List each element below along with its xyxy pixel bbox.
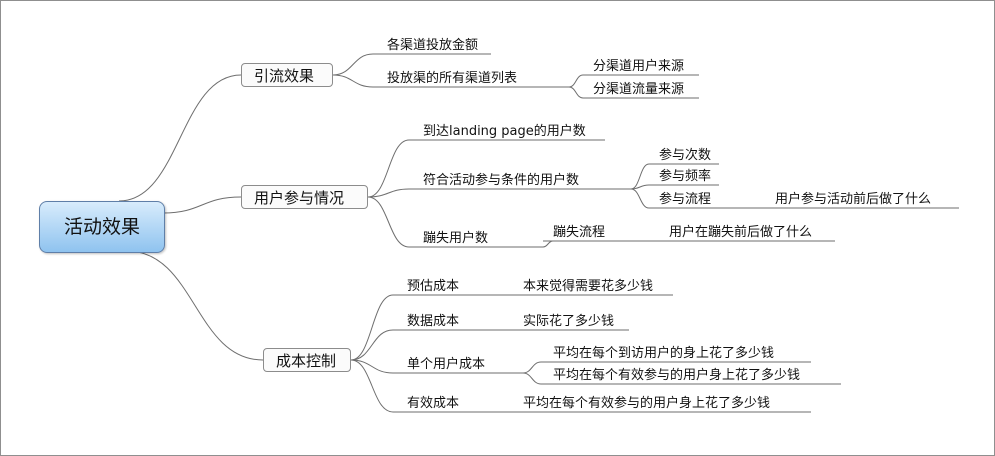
connector-root-participation bbox=[162, 196, 242, 214]
leaf-effective-cost[interactable]: 有效成本 bbox=[407, 396, 460, 411]
connector-cost-effective bbox=[350, 359, 394, 413]
leaf-traffic-source[interactable]: 分渠道流量来源 bbox=[593, 82, 685, 97]
leaf-channel-list[interactable]: 投放渠的所有渠道列表 bbox=[387, 71, 518, 86]
leaf-before-after-participation[interactable]: 用户参与活动前后做了什么 bbox=[775, 192, 932, 207]
branch-cost-control[interactable]: 成本控制 bbox=[263, 348, 351, 372]
leaf-landing-users[interactable]: 到达landing page的用户数 bbox=[423, 124, 586, 139]
leaf-participation-count[interactable]: 参与次数 bbox=[659, 148, 712, 163]
connector-traffic-spend bbox=[332, 53, 374, 76]
leaf-participation-frequency[interactable]: 参与频率 bbox=[659, 169, 712, 184]
leaf-per-visitor-spend[interactable]: 平均在每个到访用户的身上花了多少钱 bbox=[553, 346, 775, 361]
connector-bounce-flow bbox=[542, 240, 554, 248]
leaf-bounce-flow[interactable]: 蹦失流程 bbox=[553, 225, 606, 240]
leaf-estimated-spend[interactable]: 本来觉得需要花多少钱 bbox=[523, 279, 654, 294]
connector-per-user-visitor bbox=[522, 361, 542, 374]
leaf-per-user-cost[interactable]: 单个用户成本 bbox=[407, 357, 486, 372]
leaf-estimated-cost[interactable]: 预估成本 bbox=[407, 279, 460, 294]
connector-root-cost bbox=[126, 250, 264, 361]
leaf-actual-spend[interactable]: 实际花了多少钱 bbox=[523, 314, 615, 329]
leaf-channel-spend[interactable]: 各渠道投放金额 bbox=[387, 38, 479, 53]
connector-eligible-flow bbox=[630, 188, 650, 209]
connector-eligible-count bbox=[630, 163, 650, 190]
connector-cost-data bbox=[350, 329, 394, 361]
connector-participation-eligible bbox=[367, 188, 410, 198]
leaf-user-source[interactable]: 分渠道用户来源 bbox=[593, 59, 685, 74]
connector-per-user-participant bbox=[522, 372, 542, 385]
connector-root-traffic bbox=[118, 74, 242, 202]
leaf-effective-spend[interactable]: 平均在每个有效参与的用户身上花了多少钱 bbox=[523, 396, 771, 411]
connector-eligible-frequency bbox=[630, 184, 650, 190]
leaf-data-cost[interactable]: 数据成本 bbox=[407, 314, 460, 329]
connector-list-user-source bbox=[568, 74, 584, 88]
connector-cost-estimated bbox=[350, 294, 394, 361]
branch-user-participation[interactable]: 用户参与情况 bbox=[241, 185, 368, 209]
leaf-bounce-users[interactable]: 蹦失用户数 bbox=[423, 231, 489, 246]
connector-participation-bounce bbox=[367, 196, 410, 248]
branch-traffic-effect[interactable]: 引流效果 bbox=[241, 63, 333, 87]
connector-participation-landing bbox=[367, 139, 410, 198]
connector-traffic-list bbox=[332, 74, 374, 88]
connector-list-traffic-source bbox=[568, 86, 584, 99]
leaf-participation-flow[interactable]: 参与流程 bbox=[659, 192, 712, 207]
leaf-eligible-users[interactable]: 符合活动参与条件的用户数 bbox=[423, 173, 580, 188]
leaf-before-after-bounce[interactable]: 用户在蹦失前后做了什么 bbox=[669, 225, 813, 240]
root-node[interactable]: 活动效果 bbox=[39, 201, 165, 253]
connector-cost-per-user bbox=[350, 359, 394, 374]
leaf-per-participant-spend[interactable]: 平均在每个有效参与的用户身上花了多少钱 bbox=[553, 368, 801, 383]
